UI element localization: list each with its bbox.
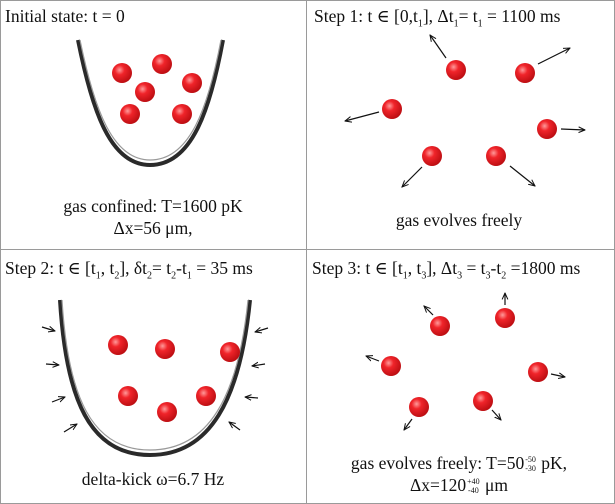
atom-icon [220, 342, 240, 362]
atom-icon [473, 391, 493, 411]
atom-cloud-expanding [382, 60, 557, 166]
arrow-icon [491, 409, 501, 420]
atom-icon [172, 104, 192, 124]
atom-icon [515, 63, 535, 83]
panel-2-title: Step 1: t ∈ [0,t1], Δt1= t1 = 1100 ms [314, 6, 561, 30]
atom-icon [118, 386, 138, 406]
atom-icon [182, 73, 202, 93]
arrow-icon [509, 165, 535, 186]
arrow-icon [41, 327, 55, 331]
trap-potential-icon [76, 39, 225, 168]
atom-cloud-cooled [381, 308, 548, 417]
panel-4-title: Step 3: t ∈ [t1, t3], Δt3 = t3-t2 =1800 … [312, 258, 581, 282]
arrow-icon [255, 328, 269, 332]
panel-1-caption: gas confined: T=1600 pK Δx=56 μm, [0, 196, 306, 240]
atom-cloud-initial [112, 54, 202, 124]
panel-4-caption-line1: gas evolves freely: T=50-50-30 pK, [350, 453, 568, 473]
atom-icon [196, 386, 216, 406]
arrow-icon [51, 397, 65, 403]
trap-potential-icon [58, 299, 252, 458]
panel-1-title: Initial state: t = 0 [5, 6, 125, 26]
atom-icon [155, 339, 175, 359]
panel-1-caption-line2: Δx=56 μm, [113, 217, 193, 238]
arrow-icon [252, 364, 266, 366]
arrow-icon [402, 166, 423, 187]
panel-2-caption: gas evolves freely [395, 210, 523, 230]
atom-icon [381, 356, 401, 376]
panel-4-caption-line2: Δx=120+40-40 μm [409, 474, 508, 495]
panel-divider-vertical [306, 0, 307, 504]
atom-icon [409, 397, 429, 417]
arrow-icon [560, 129, 585, 130]
arrow-icon [404, 418, 413, 430]
arrow-icon [430, 35, 447, 59]
atom-cloud-kicked [108, 335, 240, 422]
atom-icon [537, 119, 557, 139]
arrow-icon [245, 397, 259, 398]
panel-4-caption: gas evolves freely: T=50-50-30 pK, Δx=12… [306, 453, 612, 497]
atom-icon [135, 82, 155, 102]
panel-3-caption: delta-kick ω=6.7 Hz [81, 469, 225, 489]
atom-icon [446, 60, 466, 80]
atom-icon [157, 402, 177, 422]
motion-arrows [345, 35, 585, 187]
atom-icon [495, 308, 515, 328]
arrow-icon [537, 48, 570, 65]
atom-icon [422, 146, 442, 166]
panel-3-title: Step 2: t ∈ [t1, t2], δt2= t2-t1 = 35 ms [5, 258, 253, 282]
atom-icon [528, 362, 548, 382]
atom-icon [108, 335, 128, 355]
atom-icon [120, 104, 140, 124]
atom-icon [152, 54, 172, 74]
arrow-icon [424, 306, 434, 316]
atom-icon [382, 99, 402, 119]
arrow-icon [229, 422, 241, 431]
motion-arrows [366, 293, 565, 430]
kick-arrows [41, 327, 269, 433]
atom-icon [112, 63, 132, 83]
arrow-icon [550, 374, 565, 377]
panel-1-caption-line1: gas confined: T=1600 pK [63, 196, 243, 216]
atom-icon [430, 316, 450, 336]
arrow-icon [63, 424, 77, 433]
arrow-icon [45, 364, 59, 365]
arrow-icon [345, 111, 380, 121]
atom-icon [486, 146, 506, 166]
panel-divider-horizontal [0, 249, 615, 250]
arrow-icon [366, 356, 380, 362]
